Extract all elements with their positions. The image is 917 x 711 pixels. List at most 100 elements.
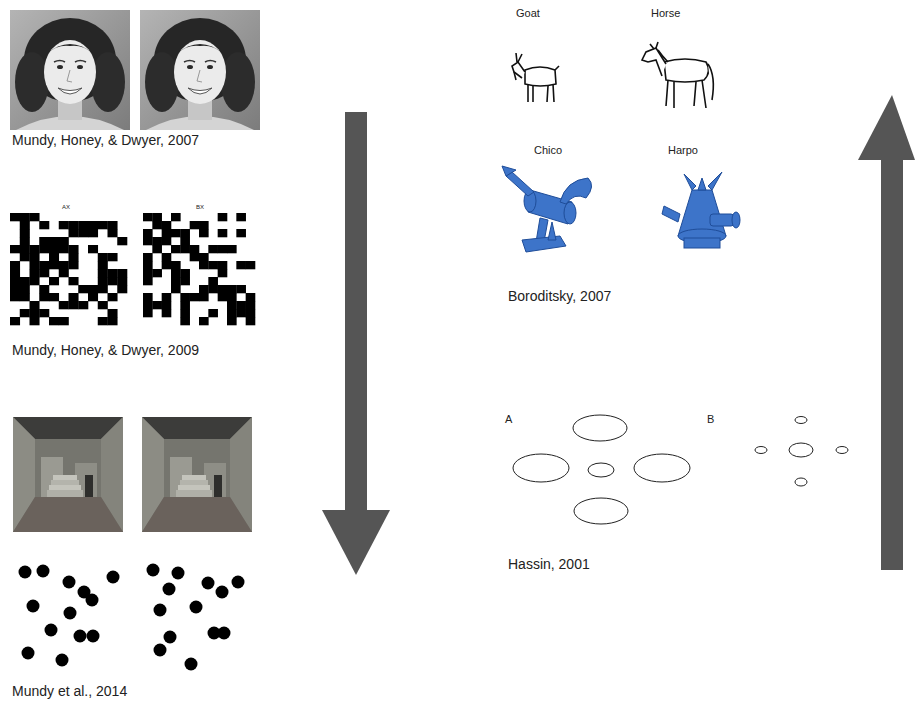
checker-cell [69,245,79,253]
checker-cell [39,245,49,253]
dot [86,594,99,607]
checker-cell [10,269,20,277]
checker-cell [117,237,127,245]
checker-cell [162,309,172,317]
checker-cell [30,301,40,309]
object-name: Horse [651,7,680,20]
checker-cell [98,285,108,293]
checker-cell [218,269,228,277]
checker-cell [49,245,59,253]
checker-cell [180,301,190,309]
checker-cell [69,301,79,309]
face-photo [140,10,260,130]
checker-cell [236,213,246,221]
checker-cell [117,285,127,293]
checker-cell [218,213,228,221]
checker-cell [59,301,69,309]
checker-cell [143,237,153,245]
checker-cell [59,245,69,253]
checker-cell [59,237,69,245]
dot [56,654,69,667]
checker-cell [108,309,118,317]
citation: Mundy, Honey, & Dwyer, 2007 [12,132,199,149]
checker-cell [30,261,40,269]
checker-cell [180,269,190,277]
checker-cell [108,229,118,237]
checker-cell [199,229,209,237]
checker-cell [69,277,79,285]
checker-pattern [10,213,127,325]
checker-cell [20,221,30,229]
checker-cell [180,293,190,301]
checker-cell [227,245,237,253]
checker-cell [171,213,181,221]
checker-cell [49,253,59,261]
checker-pattern [143,213,255,325]
checker-cell [108,221,118,229]
checker-cell [143,301,153,309]
dot [202,577,215,590]
checker-cell [98,277,108,285]
checker-cell [88,221,98,229]
panel-letter: B [707,413,714,426]
checker-cell [152,269,162,277]
checker-cell [108,277,118,285]
checker-cell [152,301,162,309]
checker-cell [246,301,256,309]
citation: Hassin, 2001 [508,556,590,573]
checker-cell [78,301,88,309]
panel-letter: A [505,413,512,426]
checker-cell [10,261,20,269]
checker-cell [39,309,49,317]
checker-cell [59,269,69,277]
down-arrow [322,112,390,575]
dot [64,607,77,620]
checker-cell [98,261,108,269]
checker-cell [88,285,98,293]
checker-cell [171,285,181,293]
dot [74,630,87,643]
checker-cell [39,221,49,229]
checker-cell [143,293,153,301]
checker-cell [218,261,228,269]
checker-cell [246,309,256,317]
checker-cell [199,261,209,269]
checker-cell [236,229,246,237]
dot [218,627,231,640]
pattern-tag: BX [196,204,204,211]
checker-cell [218,293,228,301]
checker-cell [227,317,237,325]
dot [185,658,198,671]
checker-cell [171,229,181,237]
checker-cell [218,229,228,237]
checker-cell [162,293,172,301]
up-arrow [858,95,915,570]
checker-cell [10,277,20,285]
checker-cell [20,277,30,285]
checker-cell [98,317,108,325]
checker-cell [69,261,79,269]
checker-cell [98,221,108,229]
checker-cell [180,309,190,317]
checker-cell [20,229,30,237]
checker-cell [162,253,172,261]
checker-cell [117,277,127,285]
checker-cell [20,293,30,301]
checker-cell [180,245,190,253]
dot [154,604,167,617]
checker-cell [227,301,237,309]
checker-cell [190,293,200,301]
checker-cell [39,293,49,301]
checker-cell [20,213,30,221]
checker-cell [152,213,162,221]
checker-cell [199,285,209,293]
checker-cell [208,277,218,285]
checker-cell [108,253,118,261]
checker-cell [39,269,49,277]
checker-cell [180,237,190,245]
checker-cell [246,317,256,325]
checker-cell [30,309,40,317]
checker-cell [227,293,237,301]
checker-cell [59,261,69,269]
checker-cell [98,301,108,309]
